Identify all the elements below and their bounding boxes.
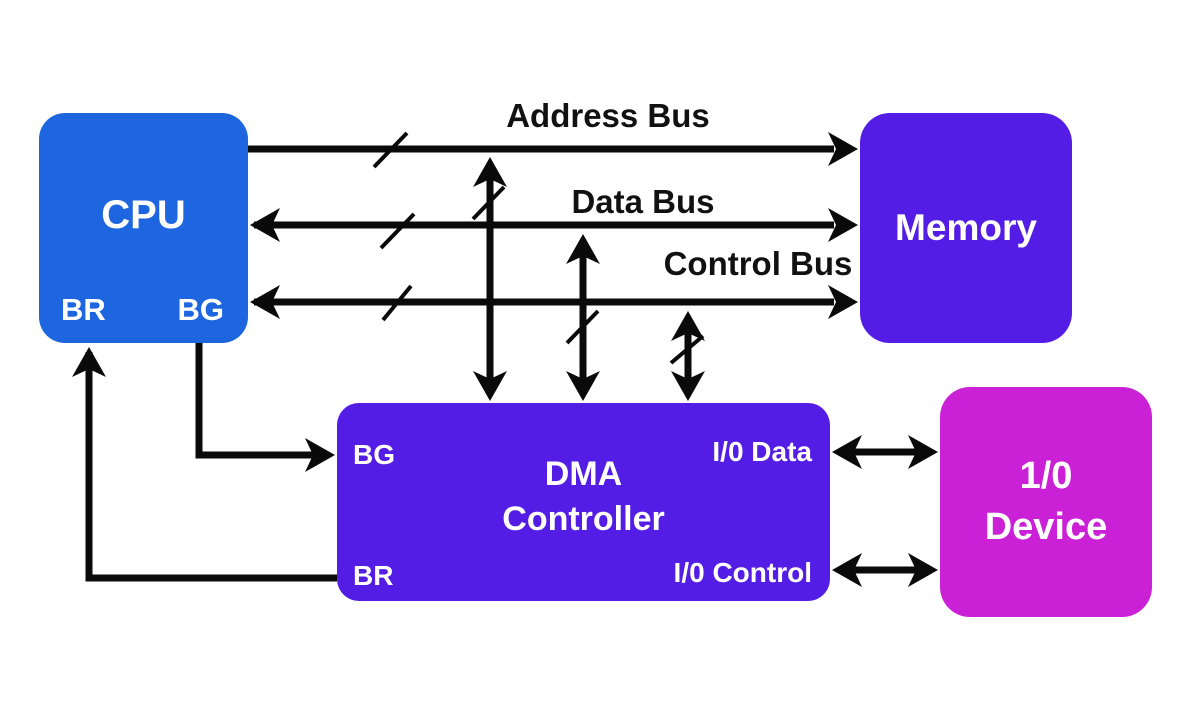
dma-pin-br: BR — [353, 560, 394, 591]
memory-block: Memory — [860, 113, 1072, 343]
dma-pin-io-data: I/0 Data — [712, 436, 812, 467]
io-device-block: 1/0 Device — [940, 387, 1152, 617]
address-bus-label: Address Bus — [506, 97, 710, 134]
dma-control-link-arrowhead-up — [671, 311, 705, 341]
data-bus-label: Data Bus — [571, 183, 715, 220]
cpu-pin-bg: BG — [177, 292, 225, 327]
data-bus-arrowhead-cpu — [250, 208, 280, 242]
bus-request-arrowhead — [72, 347, 106, 377]
dma-pin-bg: BG — [353, 439, 395, 470]
address-bus-arrowhead-memory — [828, 132, 858, 166]
dma-controller-label: DMA Controller — [502, 452, 664, 542]
io-control-arrowhead-dma — [832, 553, 862, 587]
cpu-pin-br: BR — [61, 292, 106, 327]
control-bus-arrowhead-memory — [828, 285, 858, 319]
bus-grant-connector-line — [195, 343, 322, 459]
bus-grant-arrowhead — [305, 438, 335, 472]
dma-pin-io-control: I/0 Control — [673, 557, 812, 588]
cpu-label: CPU — [101, 192, 186, 237]
data-bus-arrowhead-memory — [828, 208, 858, 242]
dma-label-line1: DMA — [544, 455, 623, 494]
bus-request-connector-line — [85, 352, 337, 582]
dma-label-line2: Controller — [502, 500, 665, 538]
dma-data-link-arrowhead-down — [566, 371, 600, 401]
io-data-arrowhead-device — [908, 435, 938, 469]
dma-data-link-arrowhead-up — [566, 234, 600, 264]
control-bus-arrowhead-cpu — [250, 285, 280, 319]
dma-data-link-width-slash — [565, 309, 600, 345]
control-bus-width-slash — [381, 284, 413, 322]
dma-address-link-arrowhead-up — [473, 157, 507, 187]
io-device-label-line2: Device — [984, 506, 1108, 548]
dma-address-link-arrowhead-down — [473, 371, 507, 401]
data-bus-width-slash — [379, 212, 416, 250]
io-device-label-line1: 1/0 — [1019, 454, 1073, 497]
io-control-arrowhead-device — [908, 553, 938, 587]
address-bus-width-slash — [372, 131, 409, 169]
io-device-label: 1/0 Device — [985, 451, 1108, 554]
control-bus-label: Control Bus — [663, 245, 853, 282]
dma-control-link-arrowhead-down — [671, 371, 705, 401]
cpu-block: CPU BR BG — [39, 113, 248, 343]
dma-controller-block: DMA Controller BG I/0 Data BR I/0 Contro… — [337, 403, 830, 601]
dma-control-link-width-slash — [669, 334, 705, 365]
io-data-arrowhead-dma — [832, 435, 862, 469]
dma-address-link-width-slash — [471, 185, 506, 221]
memory-label: Memory — [895, 207, 1037, 248]
